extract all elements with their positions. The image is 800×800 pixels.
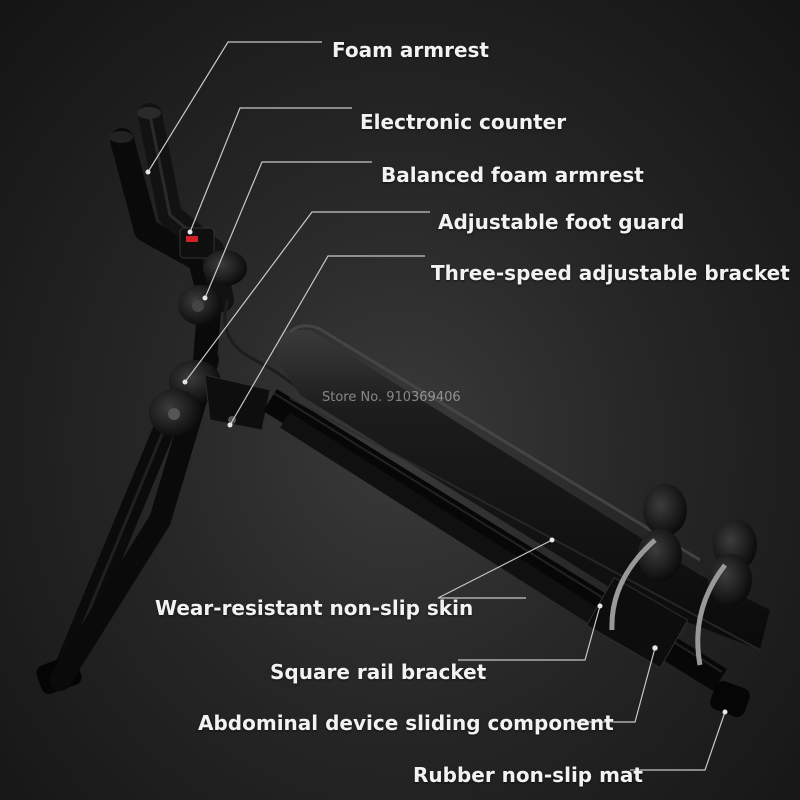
counter-display <box>179 227 215 259</box>
handle-end-right <box>137 107 161 119</box>
store-watermark: Store No. 910369406 <box>322 390 461 405</box>
leader-lines <box>147 41 726 771</box>
front-rollers <box>609 484 757 666</box>
adjustable-bracket-plate <box>204 374 271 431</box>
handle-end-left <box>109 131 133 143</box>
label-electronic-counter: Electronic counter <box>360 110 567 134</box>
label-square-rail-bracket: Square rail bracket <box>270 660 487 684</box>
leader-dots <box>145 169 728 715</box>
sliding-carriage <box>585 576 689 669</box>
label-rubber-mat: Rubber non-slip mat <box>413 763 643 787</box>
label-non-slip-skin: Wear-resistant non-slip skin <box>155 596 474 620</box>
label-three-speed-bracket: Three-speed adjustable bracket <box>431 261 790 285</box>
label-adjustable-foot-guard: Adjustable foot guard <box>438 210 685 234</box>
front-foot-cap <box>710 681 750 717</box>
counter-red-button <box>186 236 198 242</box>
label-sliding-component: Abdominal device sliding component <box>198 711 614 735</box>
label-foam-armrest: Foam armrest <box>332 38 489 62</box>
label-balanced-foam-armrest: Balanced foam armrest <box>381 163 644 187</box>
